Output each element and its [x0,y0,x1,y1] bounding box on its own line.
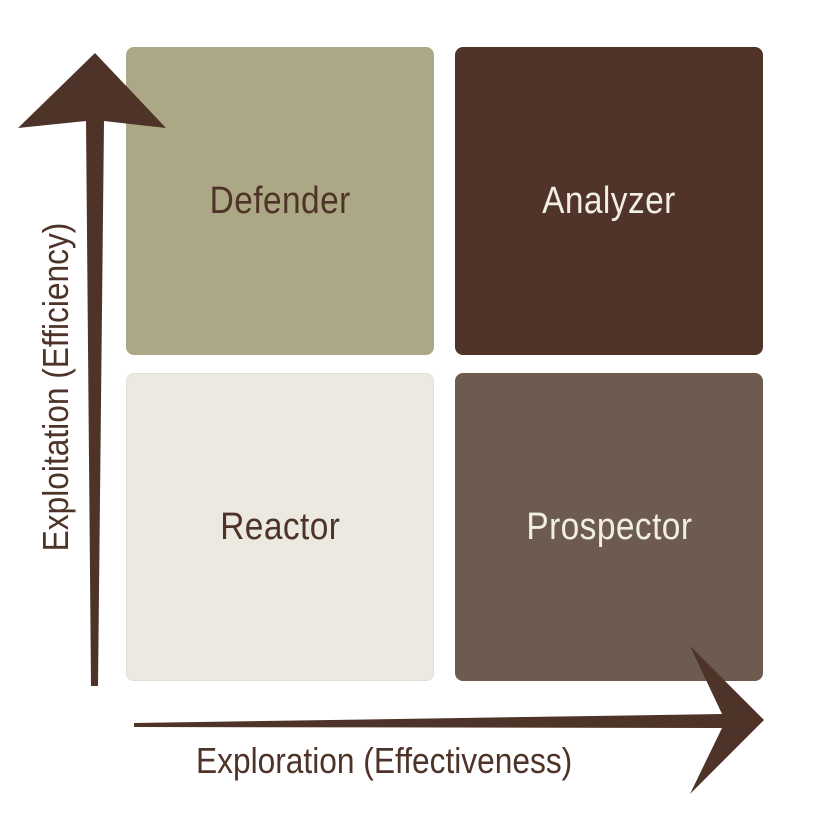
y-axis-arrow [18,53,166,686]
x-axis-arrow [134,646,764,794]
y-axis-label: Exploitation (Efficiency) [35,222,76,552]
quadrant-reactor-label: Reactor [219,505,341,548]
quadrant-analyzer: Analyzer [455,47,763,355]
quadrant-prospector: Prospector [455,373,763,681]
quadrant-defender: Defender [126,47,434,355]
x-axis-label: Exploration (Effectiveness) [196,740,573,781]
quadrant-defender-label: Defender [209,179,351,222]
quadrant-analyzer-label: Analyzer [542,179,676,222]
quadrant-reactor: Reactor [126,373,434,681]
quadrant-prospector-label: Prospector [525,505,693,548]
